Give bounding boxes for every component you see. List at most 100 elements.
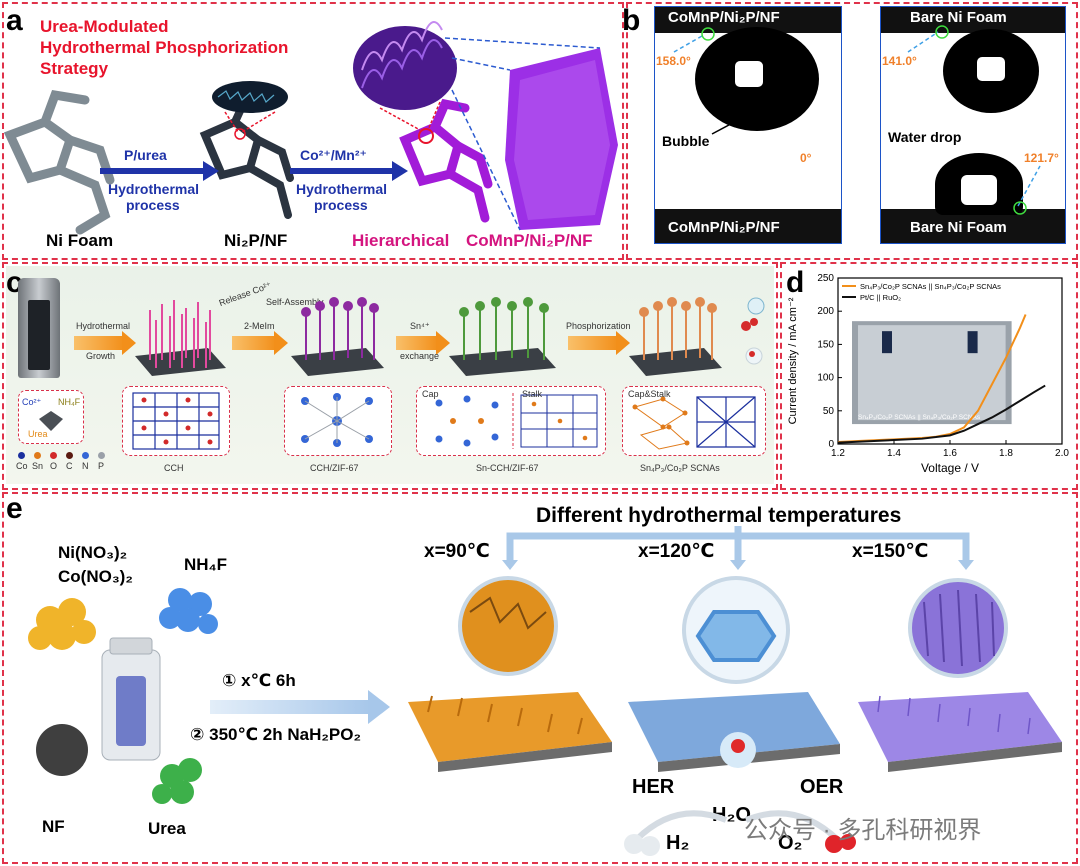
panel-e-header: Different hydrothermal temperatures <box>536 504 902 527</box>
legend-label-0: Sn₄P₃/Co₂P SCNAs || Sn₄P₃/Co₂P SCNAs <box>860 282 1001 291</box>
panel-c-step-selfassembly: Self-Assembly <box>266 297 324 307</box>
x-tick-label-3: 1.8 <box>999 448 1013 459</box>
morphology-150 <box>858 578 1062 772</box>
legend-label-1: Pt/C || RuO₂ <box>860 293 901 302</box>
legend-sn: Sn <box>32 461 44 471</box>
panel-a-arrow-1 <box>100 161 219 181</box>
panel-a-step1-bottom-2: process <box>126 197 180 213</box>
left-bottom-label: CoMnP/Ni₂P/NF <box>668 219 780 236</box>
panel-c-reagent-nh4f: NH₄F <box>58 397 81 407</box>
watermark-text: 公众号 · 多孔科研视界 <box>744 817 982 844</box>
ni2p-skeleton <box>199 95 294 219</box>
panel-b-label: b <box>622 4 641 37</box>
series-line-1 <box>837 384 1046 444</box>
panel-a-step2-bottom-1: Hydrothermal <box>296 181 388 197</box>
crystal-box-sn <box>416 386 606 456</box>
panel-c-reagent-urea: Urea <box>28 429 48 439</box>
chart-inset-electrode-right <box>967 331 978 354</box>
panel-a-label: a <box>6 4 23 37</box>
hierarchical-skeleton <box>399 98 493 223</box>
hierarchical-inset <box>353 26 457 110</box>
bubble-label: Bubble <box>662 133 710 149</box>
panel-c-reagent-co: Co²⁺ <box>22 397 42 407</box>
ni2p-nf-label: Ni₂P/NF <box>224 231 288 250</box>
panel-a-title-line1: Urea-Modulated <box>40 17 169 36</box>
o2-label: O₂ <box>778 832 803 854</box>
name-sn: Sn-CCH/ZIF-67 <box>476 463 539 473</box>
left-angle-value: 158.0° <box>656 54 691 68</box>
panel-a-step1-bottom-1: Hydrothermal <box>108 181 200 197</box>
legend-n: N <box>82 461 89 471</box>
x-axis-label: Voltage / V <box>921 461 979 475</box>
panel-d-chart: Sn₄P₃/Co₂P SCNAs || Sn₄P₃/Co₂P SCNAs 1.2 1… <box>787 273 1069 475</box>
x-tick-label-1: 1.4 <box>887 448 901 459</box>
left-zero-angle: 0° <box>800 151 812 165</box>
comnp-label: CoMnP/Ni₂P/NF <box>466 231 593 250</box>
panel-e-label: e <box>6 492 23 525</box>
ni-foam-label: Ni Foam <box>46 231 114 250</box>
legend-dot-o <box>50 452 57 459</box>
legend-dot-n <box>82 452 89 459</box>
name-zif: CCH/ZIF-67 <box>310 463 359 473</box>
hierarchical-label: Hierarchical <box>352 231 450 250</box>
panel-c-step-sn: Sn⁴⁺ <box>410 321 430 331</box>
panel-c-cch-array <box>135 300 226 376</box>
legend-dot-sn <box>34 452 41 459</box>
right-angle-value-2: 121.7° <box>1024 151 1059 165</box>
right-top-label: Bare Ni Foam <box>910 9 1007 26</box>
contact-angle-image-right <box>880 6 1066 244</box>
panel-c-sn-array <box>449 297 556 376</box>
temp-150: x=150℃ <box>852 541 929 562</box>
panel-e-bracket <box>502 526 974 570</box>
y-tick-label-3: 150 <box>817 339 834 350</box>
panel-c-arrow-1 <box>74 331 136 355</box>
panel-e-process-arrow-head <box>368 690 390 724</box>
panel-c-arrow-4 <box>568 331 630 355</box>
panel-c-molecules <box>741 297 765 365</box>
panel-c-step-2meim: 2-MeIm <box>244 321 275 331</box>
crystal-box-scnas <box>622 386 766 456</box>
panel-a-step2-top: Co²⁺/Mn²⁺ <box>300 147 367 163</box>
x-tick-label-0: 1.2 <box>831 448 845 459</box>
reagent-urea: Urea <box>148 819 186 838</box>
left-top-label: CoMnP/Ni₂P/NF <box>668 9 780 26</box>
panel-d-frame <box>780 262 1078 490</box>
morphology-90 <box>408 576 612 772</box>
panel-a-step1-top: P/urea <box>124 147 167 163</box>
x-tick-label-4: 2.0 <box>1055 448 1069 459</box>
name-cch: CCH <box>164 463 184 473</box>
panel-c-reagent-box <box>18 390 84 444</box>
panel-a-title-line2: Hydrothermal Phosphorization <box>40 38 289 57</box>
temp-90: x=90℃ <box>424 541 490 562</box>
morphology-120 <box>628 576 840 772</box>
legend-o: O <box>50 461 58 471</box>
stalk-label: Stalk <box>522 389 543 399</box>
crystal-box-zif <box>284 386 392 456</box>
process-step-1: ① x℃ 6h <box>222 671 296 690</box>
reagent-co: Co(NO₃)₂ <box>58 567 133 586</box>
legend-p: P <box>98 461 105 471</box>
water-splitting-arcs <box>624 810 856 856</box>
reagent-nh4f: NH₄F <box>184 555 228 574</box>
reagent-nf: NF <box>42 817 65 836</box>
water-drop-label: Water drop <box>888 129 962 145</box>
name-scnas: Sn₄P₃/Co₂P SCNAs <box>640 463 720 473</box>
legend-dot-c <box>66 452 73 459</box>
panel-a-title-line3: Strategy <box>40 59 109 78</box>
panel-c-step-hydrothermal: Hydrothermal <box>76 321 131 331</box>
right-angle-value: 141.0° <box>882 54 917 68</box>
panel-a-step2-bottom-2: process <box>314 197 368 213</box>
panel-e-reagent-balls <box>28 588 218 804</box>
y-axis-label: Current density / mA cm⁻² <box>787 297 799 424</box>
panel-c-step-growth: Growth <box>86 351 116 361</box>
panel-c-frame <box>2 262 778 490</box>
panel-e-frame <box>2 492 1078 864</box>
ni2p-nanosheet-inset <box>212 81 288 113</box>
temp-120: x=120℃ <box>638 541 715 562</box>
y-tick-label-0: 0 <box>828 439 834 450</box>
panel-c-zif-array <box>291 297 384 376</box>
crystal-box-cch <box>122 386 230 456</box>
her-label: HER <box>632 776 675 798</box>
panel-c-atom-legend: Co Sn O C N P <box>14 452 114 478</box>
panel-d-label: d <box>786 266 805 299</box>
